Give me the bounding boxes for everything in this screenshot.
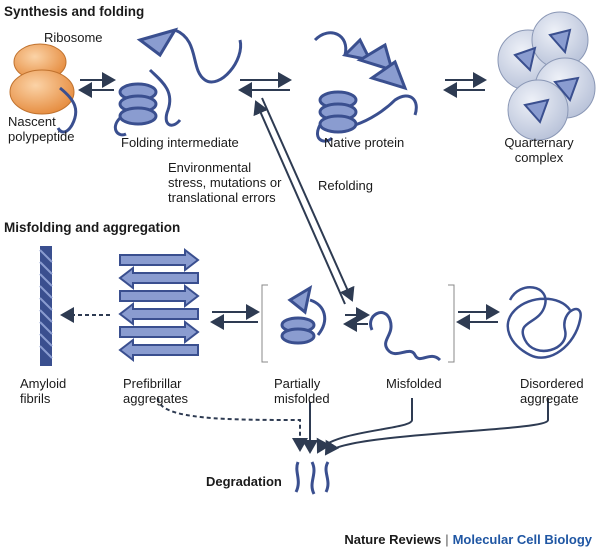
diagonal-arrows: [253, 97, 355, 305]
heading-synthesis: Synthesis and folding: [4, 4, 145, 19]
heading-misfolding: Misfolding and aggregation: [4, 220, 181, 235]
footer-separator: |: [445, 532, 449, 547]
footer-publisher: Nature Reviews: [344, 532, 442, 547]
native-protein-icon: [313, 31, 418, 143]
partially-misfolded-icon: [280, 284, 327, 345]
label-misfolded: Misfolded: [386, 376, 442, 391]
middle-arrows: [60, 304, 500, 332]
label-quaternary-complex: Quarternary complex: [504, 135, 574, 165]
label-disordered-aggregate: Disordered aggregate: [520, 376, 584, 406]
ribosome-icon: [9, 43, 78, 134]
top-arrows: [78, 72, 487, 98]
misfolded-icon: [369, 311, 442, 362]
footer-credit: Nature Reviews|Molecular Cell Biology: [344, 532, 592, 547]
footer-journal: Molecular Cell Biology: [452, 532, 592, 547]
label-amyloid-fibrils: Amyloid fibrils: [20, 376, 67, 406]
label-folding-intermediate: Folding intermediate: [121, 135, 239, 150]
label-prefibrillar-aggregates: Prefibrillar aggregates: [123, 376, 189, 406]
brackets: [261, 284, 455, 363]
quaternary-complex-icon: [497, 11, 596, 141]
label-refolding: Refolding: [318, 178, 373, 193]
folding-intermediate-icon: [113, 27, 243, 137]
degradation-arrows: [157, 397, 549, 456]
amyloid-fibril-icon: [39, 246, 53, 366]
prefibrillar-aggregate-icon: [118, 247, 200, 363]
label-nascent-polypeptide: Nascent polypeptide: [8, 114, 75, 144]
degradation-fragments-icon: [294, 461, 330, 495]
label-partially-misfolded: Partially misfolded: [274, 376, 330, 406]
label-ribosome: Ribosome: [44, 30, 103, 45]
disordered-aggregate-icon: [506, 286, 582, 359]
label-degradation: Degradation: [206, 474, 282, 489]
label-native-protein: Native protein: [324, 135, 405, 150]
label-environmental-stress: Environmental stress, mutations or trans…: [168, 160, 282, 205]
